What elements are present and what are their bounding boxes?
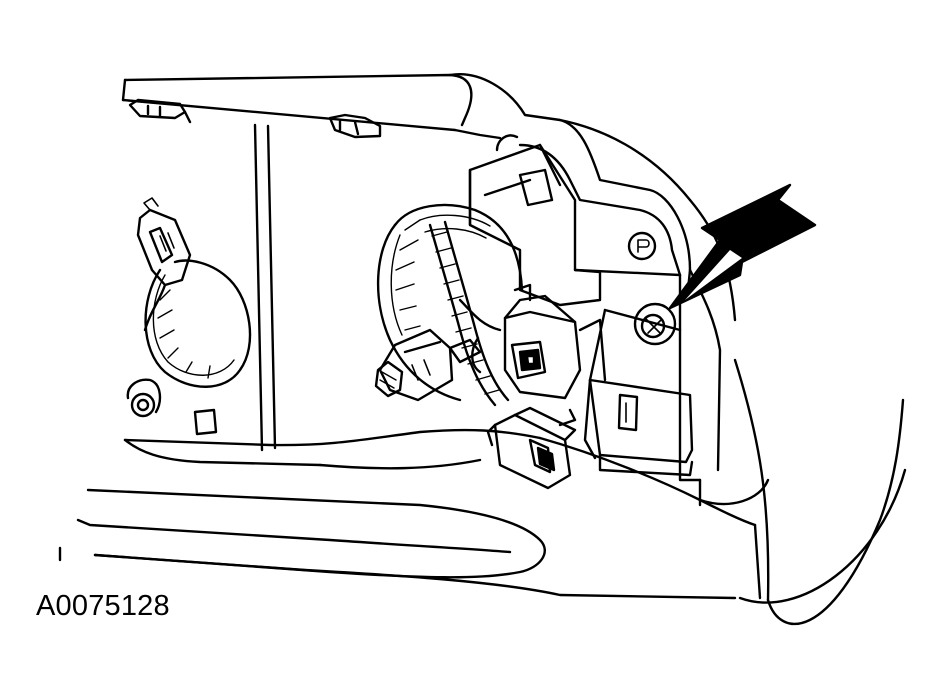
arrow-icon — [668, 183, 817, 310]
right-housing — [518, 118, 722, 507]
wiring-harness — [428, 220, 510, 407]
left-pillar — [253, 123, 277, 452]
mounting-bracket — [468, 134, 682, 307]
center-lamp-opening — [376, 203, 524, 402]
lower-connector — [486, 406, 577, 490]
left-grommet — [126, 378, 162, 418]
stud-icon — [627, 231, 657, 261]
left-connector — [136, 197, 192, 332]
top-clip-center — [328, 113, 382, 139]
upper-body-panel — [121, 73, 737, 322]
bumper — [58, 358, 907, 625]
top-clip-left — [128, 98, 192, 124]
socket-housing — [503, 283, 607, 400]
lower-bracket-plate — [583, 308, 694, 477]
left-slot — [193, 408, 218, 436]
left-lamp-opening — [144, 259, 252, 388]
center-connector — [374, 328, 482, 402]
lower-ledge — [123, 428, 542, 470]
figure-reference-id: A0075128 — [36, 590, 170, 622]
